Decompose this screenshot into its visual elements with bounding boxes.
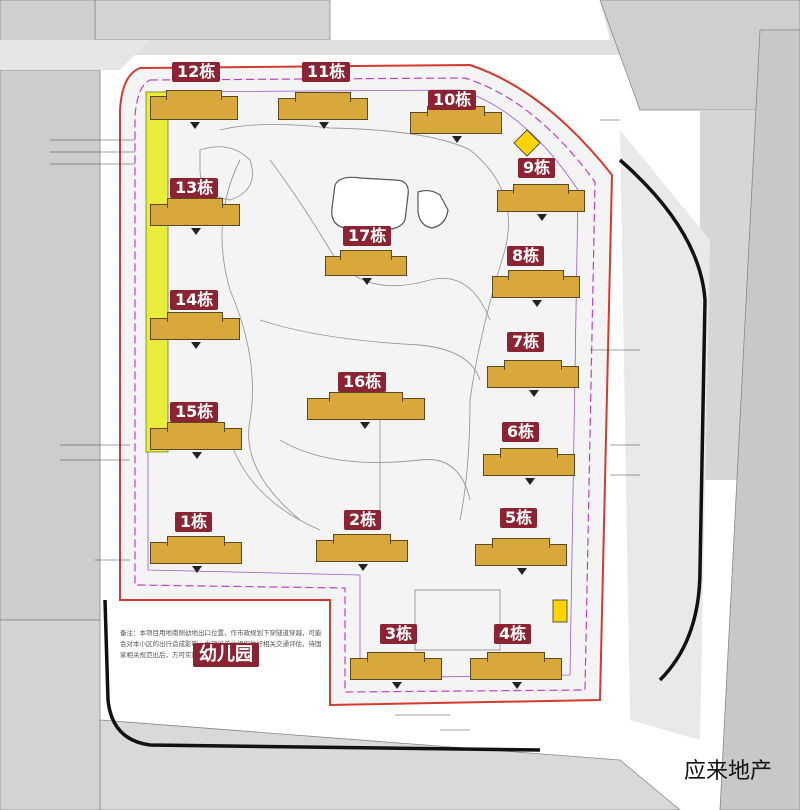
building-9-label: 9栋 [518, 158, 556, 178]
building-11-footprint [278, 92, 368, 129]
building-13-footprint [150, 198, 240, 235]
building-10-footprint [410, 106, 502, 143]
building-3-footprint [350, 652, 442, 689]
building-9-footprint [497, 184, 585, 221]
building-8-footprint [492, 270, 580, 307]
building-6-footprint [483, 448, 575, 485]
building-8-label: 8栋 [507, 246, 545, 266]
building-1-footprint [150, 536, 242, 573]
building-10-label: 10栋 [428, 90, 477, 110]
building-16-label: 16栋 [338, 372, 387, 392]
building-7-label: 7栋 [507, 332, 545, 352]
building-14-label: 14栋 [170, 290, 219, 310]
building-14-footprint [150, 312, 240, 349]
building-16-footprint [307, 392, 425, 429]
building-13-label: 13栋 [170, 178, 219, 198]
building-15-label: 15栋 [170, 402, 219, 422]
building-2-label: 2栋 [344, 510, 382, 530]
building-17-footprint [325, 250, 407, 285]
building-17-label: 17栋 [343, 226, 392, 246]
yellow-marker-south [552, 599, 568, 623]
building-4-label: 4栋 [494, 624, 532, 644]
building-1-label: 1栋 [175, 512, 213, 532]
annotation-lines [50, 119, 640, 731]
pool [331, 176, 449, 231]
green-strip [145, 91, 169, 453]
road-edges [103, 158, 707, 752]
yellow-marker-north [513, 129, 541, 157]
building-12-footprint [150, 90, 238, 129]
building-5-footprint [475, 538, 567, 575]
building-6-label: 6栋 [502, 422, 540, 442]
building-3-label: 3栋 [380, 624, 418, 644]
building-7-footprint [487, 360, 579, 397]
building-12-label: 12栋 [172, 62, 221, 82]
building-11-label: 11栋 [302, 62, 351, 82]
building-4-footprint [470, 652, 562, 689]
building-5-label: 5栋 [500, 508, 538, 528]
kindergarten-label: 幼儿园 [193, 643, 259, 667]
building-2-footprint [316, 534, 408, 571]
building-15-footprint [150, 422, 242, 459]
watermark-text: 应来地产 [684, 759, 773, 784]
